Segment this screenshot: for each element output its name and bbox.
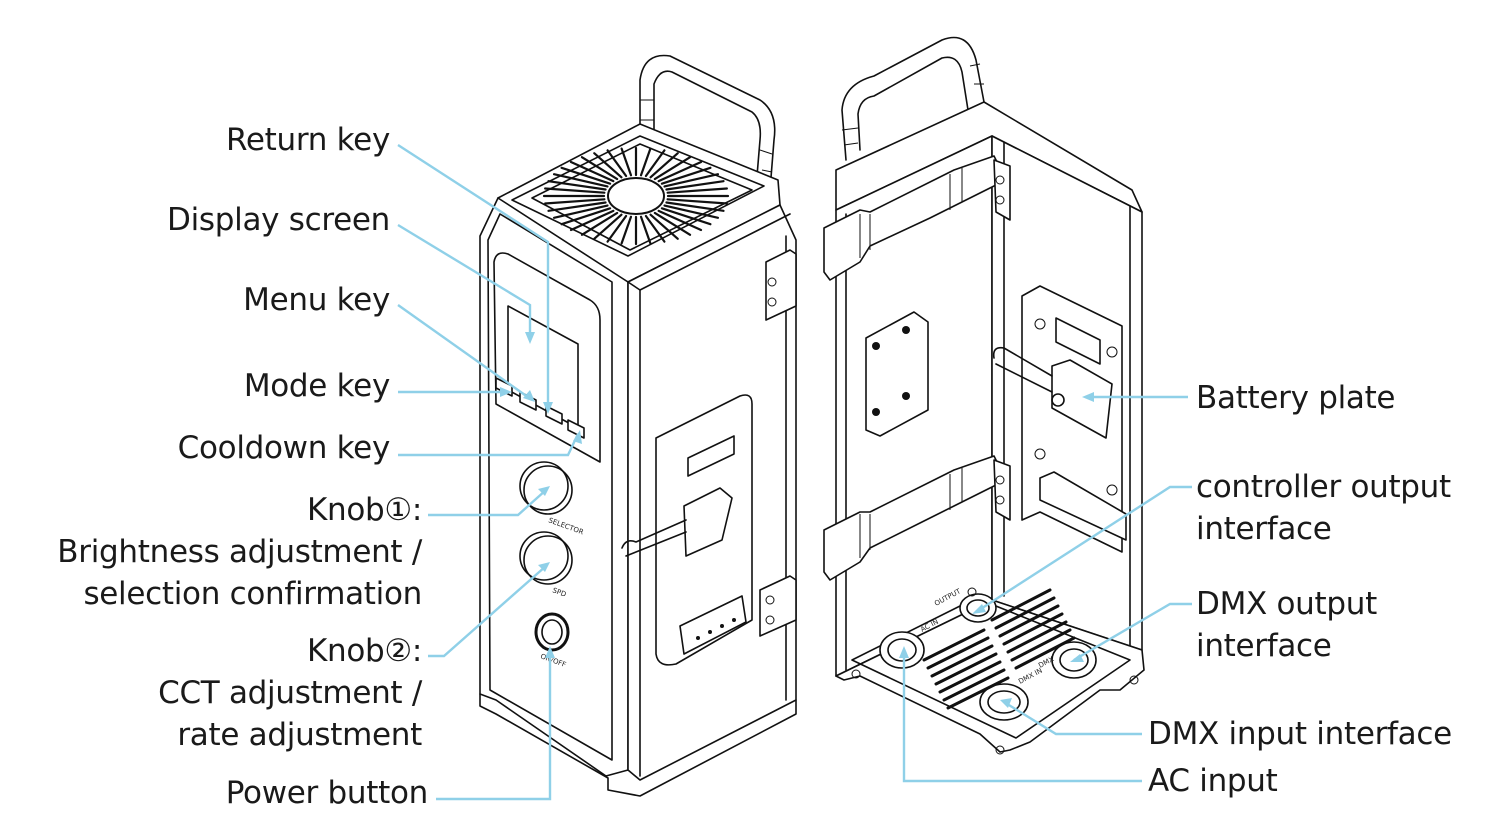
label-controller-output-line2: interface: [1196, 511, 1332, 547]
fan-slot: [606, 149, 628, 178]
fan-slot: [666, 187, 728, 194]
heatsink-fin: [922, 628, 986, 662]
fan-slot: [569, 160, 615, 183]
fan-slot: [653, 156, 692, 181]
label-knob1-line1: Brightness adjustment /: [57, 534, 422, 570]
battery-plate-left: [621, 394, 753, 666]
leader-ac-input: [902, 650, 1142, 783]
label-ac-input: AC input: [1148, 763, 1278, 799]
label-controller-output-line1: controller output: [1196, 469, 1451, 505]
right-device: OUTPUT AC IN DMX DMX IN: [823, 36, 1145, 755]
fan-icon: [542, 146, 730, 246]
fan-slot: [649, 213, 679, 240]
label-power-button: Power button: [225, 775, 429, 811]
label-display-screen: Display screen: [167, 202, 390, 238]
fan-slot: [560, 207, 612, 226]
label-return-key: Return key: [226, 122, 390, 158]
leader-return-key: [397, 143, 550, 410]
fan-slot: [644, 214, 666, 243]
fan-slot: [665, 201, 725, 212]
fan-slot: [552, 204, 609, 219]
leader-knob1: [428, 489, 547, 517]
label-dmx-output-line1: DMX output: [1196, 586, 1377, 622]
fan-slot: [544, 187, 606, 194]
fan-slot: [663, 204, 720, 219]
heatsink-fin: [934, 652, 998, 686]
fan-slot: [580, 156, 619, 181]
leader-dmx-input: [1003, 700, 1142, 736]
fan-slot: [606, 214, 628, 243]
fan-slot: [657, 209, 703, 232]
fan-slot: [653, 211, 692, 236]
fan-slot: [644, 149, 666, 178]
label-knob2-title: Knob②:: [306, 633, 422, 669]
fan-slot: [657, 160, 703, 183]
label-mode-key: Mode key: [243, 368, 390, 404]
fan-slot: [660, 207, 712, 226]
fan-slot: [593, 213, 623, 240]
heatsink-fin: [942, 668, 1006, 702]
leader-power-button: [436, 650, 552, 801]
label-dmx-input: DMX input interface: [1148, 716, 1452, 752]
fan-slot: [580, 211, 619, 236]
heatsink-fin: [1010, 628, 1072, 662]
label-knob1-line2: selection confirmation: [83, 576, 422, 612]
fan-slot: [665, 180, 725, 191]
heatsink-fin: [1014, 636, 1076, 670]
heatsink-fin: [1002, 612, 1064, 646]
battery-plate-right: [992, 285, 1127, 553]
fan-slot: [666, 198, 728, 205]
leader-menu-key: [397, 304, 533, 401]
fan-slot: [569, 209, 615, 232]
heatsink-fin: [990, 588, 1052, 622]
label-dmx-output-line2: interface: [1196, 628, 1332, 664]
leader-dmx-output: [1073, 602, 1192, 662]
label-cooldown-key: Cooldown key: [177, 430, 391, 466]
leader-controller-output: [975, 485, 1192, 614]
fan-slot: [547, 180, 607, 191]
label-menu-key: Menu key: [243, 282, 390, 318]
fan-slot: [639, 215, 652, 245]
fan-slot: [552, 173, 609, 188]
left-device: SELECTOR SPD ON/OFF: [479, 54, 797, 797]
fan-slot: [660, 166, 712, 185]
fan-slot: [649, 152, 679, 179]
fan-slot: [560, 166, 612, 185]
heatsink-fin: [1006, 620, 1068, 654]
fan-slot: [544, 198, 606, 205]
fan-slot: [620, 215, 633, 245]
fan-slot: [593, 152, 623, 179]
fan-slot: [620, 147, 633, 177]
heatsink-fin: [938, 660, 1002, 694]
label-knob1-title: Knob①:: [306, 492, 422, 528]
leader-lines: [397, 143, 1192, 801]
leader-knob2: [428, 565, 547, 658]
fan-slot: [547, 201, 607, 212]
heatsink-fin: [926, 636, 990, 670]
leader-display-screen: [397, 223, 532, 340]
heatsink-fin: [998, 604, 1060, 638]
heatsink-fin: [946, 676, 1010, 710]
label-knob2-line1: CCT adjustment /: [158, 675, 422, 711]
label-knob2-line2: rate adjustment: [177, 717, 422, 753]
fan-slot: [663, 173, 720, 188]
label-battery-plate: Battery plate: [1196, 380, 1396, 416]
heatsink-fin: [930, 644, 994, 678]
fan-slot: [639, 147, 652, 177]
heatsink-fin: [994, 596, 1056, 630]
